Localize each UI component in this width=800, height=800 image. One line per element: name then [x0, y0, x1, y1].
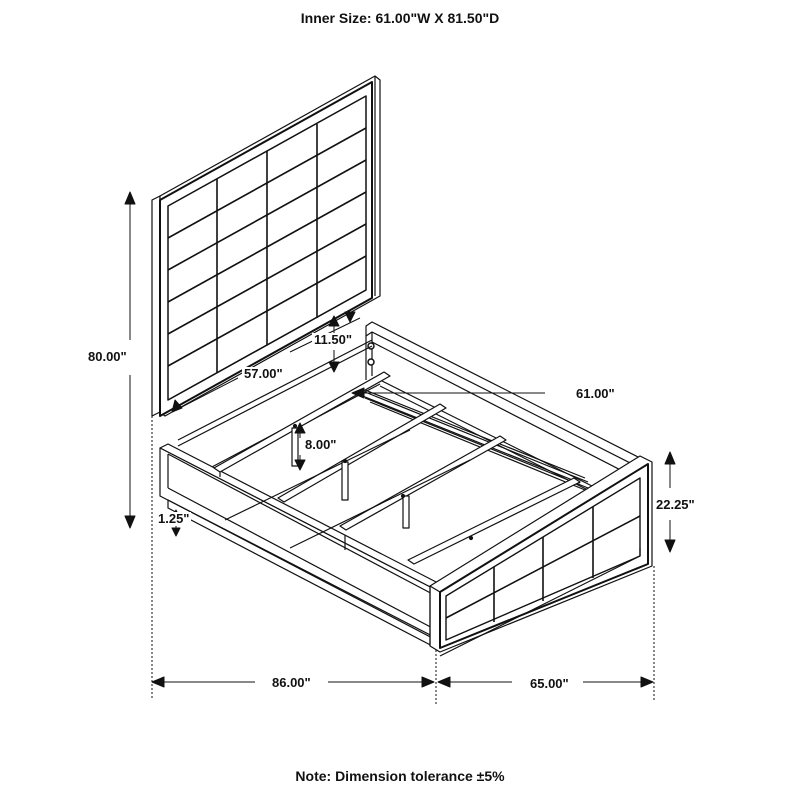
dim-headboard-width: 57.00" — [242, 366, 285, 381]
support-legs — [291, 423, 474, 541]
dim-slat-leg-height: 8.00" — [303, 437, 339, 452]
dim-headboard-clearance: 11.50" — [312, 332, 354, 347]
slats — [214, 372, 590, 564]
dim-inner-width: 61.00" — [574, 386, 617, 401]
dim-footboard-height: 22.25" — [654, 497, 697, 512]
dim-overall-length: 86.00" — [270, 675, 313, 690]
tolerance-note: Note: Dimension tolerance ±5% — [295, 768, 505, 784]
dim-overall-width: 65.00" — [528, 676, 571, 691]
dim-floor-clearance: 1.25" — [156, 511, 192, 526]
inner-size-title: Inner Size: 61.00"W X 81.50"D — [300, 10, 500, 26]
side-rails — [160, 322, 644, 650]
footboard — [430, 456, 652, 656]
headboard — [152, 76, 380, 416]
dim-headboard-height: 80.00" — [86, 349, 129, 364]
